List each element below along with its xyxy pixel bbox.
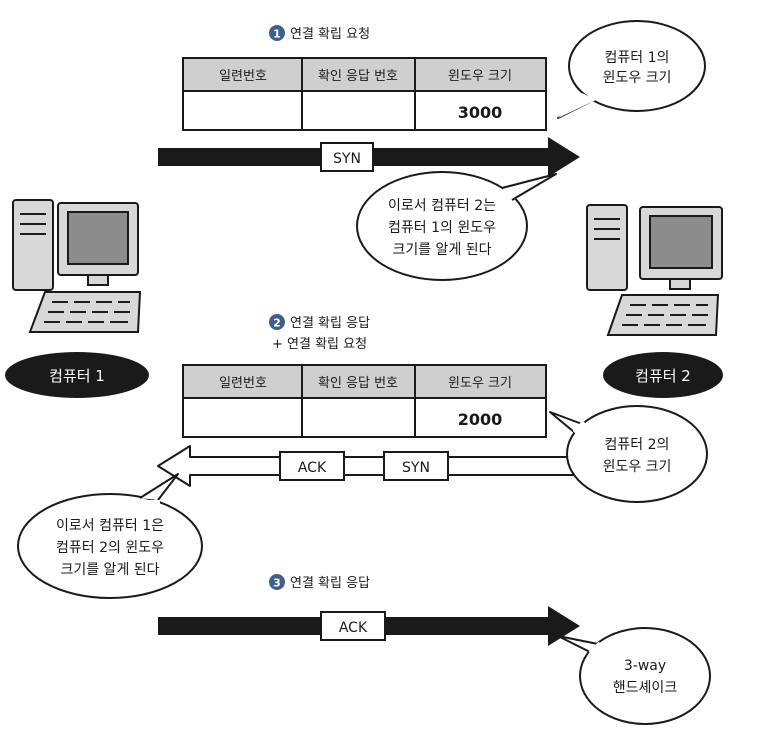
bubble-pc1-window-line-2: 윈도우 크기 <box>603 70 672 86</box>
bubble-pc1-knows-line-3: 크기를 알게 된다 <box>60 562 159 578</box>
bubble-handshake: 3-way 핸드셰이크 <box>557 627 711 725</box>
syn-packet-2-label: SYN <box>402 460 430 476</box>
header-table-2: 일련번호 확인 응답 번호 윈도우 크기 2000 <box>182 364 547 438</box>
bubble-pc1-knows-line-2: 컴퓨터 2의 윈도우 <box>56 540 164 556</box>
step-1-label: 1 연결 확립 요청 <box>269 25 370 42</box>
ack-packet-2 <box>279 451 345 481</box>
computer-1: 컴퓨터 1 <box>5 199 149 398</box>
bubble-handshake-line-1: 3-way <box>624 658 666 674</box>
bubble-pc2-knows-line-2: 컴퓨터 1의 윈도우 <box>388 220 496 236</box>
table-2-header-window: 윈도우 크기 <box>448 376 512 391</box>
step-3-number: 3 <box>273 577 281 590</box>
step-1-badge <box>269 25 285 41</box>
step-2-text-line-1: 연결 확립 응답 <box>290 316 370 331</box>
table-2-header-ack: 확인 응답 번호 <box>318 376 398 391</box>
bubble-pc1-window-line-1: 컴퓨터 1의 <box>605 50 670 66</box>
bubble-pc2-window-line-2: 윈도우 크기 <box>603 459 672 475</box>
ack-packet-3 <box>320 611 386 641</box>
table-2-header-seq: 일련번호 <box>219 376 267 391</box>
step-1-number: 1 <box>273 28 281 41</box>
ack-arrow-3: ACK <box>158 606 580 646</box>
computer-1-label-pill <box>5 352 149 398</box>
computer-2-label: 컴퓨터 2 <box>635 367 691 385</box>
header-table-1: 일련번호 확인 응답 번호 윈도우 크기 3000 <box>182 57 547 131</box>
computer-2-label-pill <box>603 352 723 398</box>
left-arrow-icon <box>157 445 591 487</box>
computer-1-icon <box>12 199 142 333</box>
bubble-pc2-knows-line-3: 크기를 알게 된다 <box>392 242 491 258</box>
step-2-text-line-2: + 연결 확립 요청 <box>272 337 367 352</box>
step-3-label: 3 연결 확립 응답 <box>269 574 370 591</box>
bubble-pc2-knows: 이로서 컴퓨터 2는 컴퓨터 1의 윈도우 크기를 알게 된다 <box>356 171 557 281</box>
syn-packet-1 <box>320 142 374 172</box>
ack-syn-arrow-2: ACK SYN <box>157 445 591 487</box>
step-2-badge <box>269 314 285 330</box>
bubble-handshake-line-2: 핸드셰이크 <box>613 680 678 696</box>
step-2-label: 2 연결 확립 응답 + 연결 확립 요청 <box>269 314 370 352</box>
bubble-pc1-knows: 이로서 컴퓨터 1은 컴퓨터 2의 윈도우 크기를 알게 된다 <box>17 473 203 599</box>
table-1-header-ack: 확인 응답 번호 <box>318 69 398 84</box>
step-2-number: 2 <box>273 317 281 330</box>
computer-2-icon <box>586 204 723 336</box>
table-1-header-window: 윈도우 크기 <box>448 69 512 84</box>
bubble-pc2-window-line-1: 컴퓨터 2의 <box>605 437 670 453</box>
step-3-text: 연결 확립 응답 <box>290 576 370 591</box>
ack-packet-3-label: ACK <box>339 620 368 636</box>
table-1-header-seq: 일련번호 <box>219 69 267 84</box>
step-3-badge <box>269 574 285 590</box>
computer-1-label: 컴퓨터 1 <box>49 367 105 385</box>
syn-arrow-1: SYN <box>158 137 580 177</box>
step-1-text: 연결 확립 요청 <box>290 27 370 42</box>
ack-packet-2-label: ACK <box>298 460 327 476</box>
syn-packet-2 <box>383 451 449 481</box>
table-2-window-value: 2000 <box>458 410 503 429</box>
bubble-pc1-knows-line-1: 이로서 컴퓨터 1은 <box>56 518 164 534</box>
table-1-window-value: 3000 <box>458 103 503 122</box>
syn-packet-1-label: SYN <box>333 151 361 167</box>
bubble-pc2-knows-line-1: 이로서 컴퓨터 2는 <box>388 198 496 214</box>
computer-2: 컴퓨터 2 <box>586 204 723 398</box>
bubble-pc1-window: 컴퓨터 1의 윈도우 크기 <box>557 20 706 119</box>
bubble-pc2-window: 컴퓨터 2의 윈도우 크기 <box>549 405 708 503</box>
